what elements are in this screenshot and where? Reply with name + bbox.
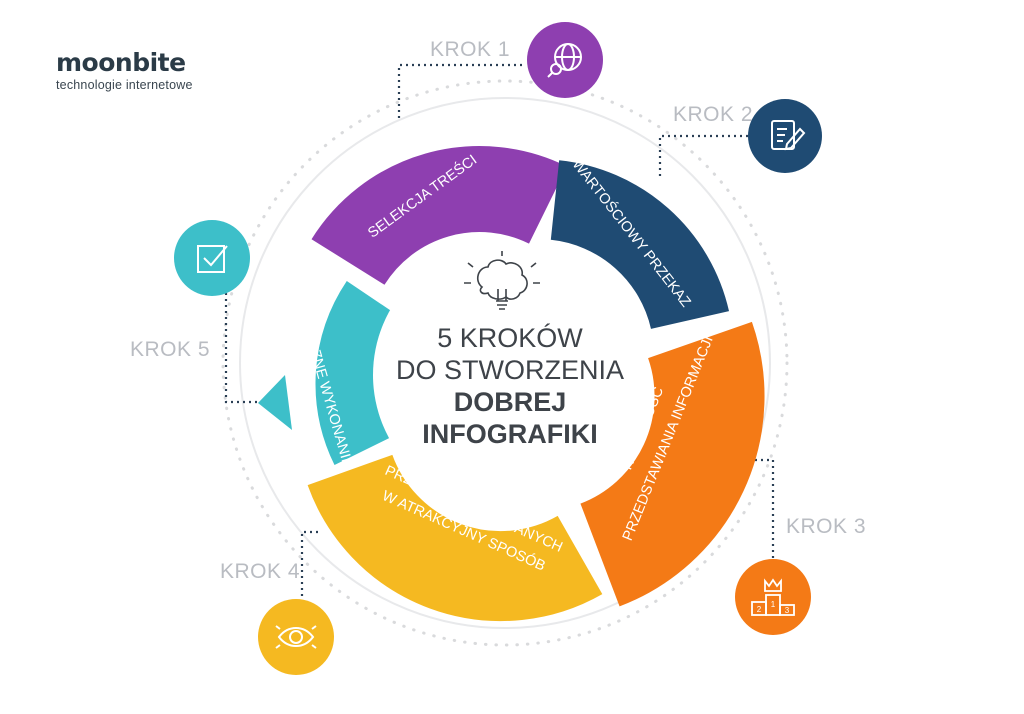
center-title-line2: DO STWORZENIA bbox=[396, 355, 624, 385]
brain-bulb-icon bbox=[464, 251, 540, 310]
logo-tagline: technologie internetowe bbox=[56, 78, 193, 92]
podium-2: 2 bbox=[757, 605, 762, 614]
center-title-line1: 5 KROKÓW bbox=[437, 323, 583, 353]
krok-4-label: KROK 4 bbox=[220, 560, 301, 583]
center-title-line3: DOBREJ bbox=[453, 387, 567, 417]
segment-step-4 bbox=[307, 453, 603, 622]
step-1-bubble bbox=[527, 22, 603, 98]
globe-search-icon bbox=[547, 43, 582, 78]
connector-step-4 bbox=[300, 530, 318, 600]
segment-step-3 bbox=[579, 321, 765, 607]
krok-1-label: KROK 1 bbox=[430, 38, 511, 61]
outer-thin-ring bbox=[239, 97, 771, 629]
krok-5-label: KROK 5 bbox=[130, 338, 211, 361]
segment-step-1 bbox=[311, 146, 567, 286]
step-3-bubble bbox=[735, 559, 811, 635]
step-5-bubble bbox=[174, 220, 250, 296]
segment-step-5-arrow bbox=[258, 375, 292, 430]
podium-icon: 1 2 3 bbox=[751, 578, 795, 616]
connector-step-5 bbox=[224, 290, 263, 404]
center-title-line4: INFOGRAFIKI bbox=[422, 419, 598, 449]
logo-name: moonbite bbox=[56, 48, 186, 77]
center-title: 5 KROKÓW DO STWORZENIA DOBREJ INFOGRAFIK… bbox=[380, 322, 640, 450]
document-edit-icon bbox=[771, 120, 806, 151]
outer-dotted-ring bbox=[221, 79, 789, 647]
eye-icon bbox=[275, 625, 317, 649]
podium-1: 1 bbox=[771, 600, 776, 609]
segment-step-2 bbox=[549, 160, 730, 330]
checkbox-icon bbox=[197, 245, 228, 273]
connector-step-2 bbox=[658, 134, 750, 176]
segment-step-5 bbox=[315, 281, 404, 466]
ring-segments bbox=[258, 146, 765, 622]
center-disc bbox=[373, 243, 637, 507]
krok-3-label: KROK 3 bbox=[786, 515, 867, 538]
connectors bbox=[224, 63, 775, 600]
podium-3: 3 bbox=[785, 606, 790, 615]
krok-2-label: KROK 2 bbox=[673, 103, 754, 126]
connector-step-1 bbox=[397, 63, 525, 118]
connector-step-3 bbox=[749, 458, 775, 560]
step-4-bubble bbox=[258, 599, 334, 675]
logo: moonbite technologie internetowe bbox=[56, 48, 193, 93]
